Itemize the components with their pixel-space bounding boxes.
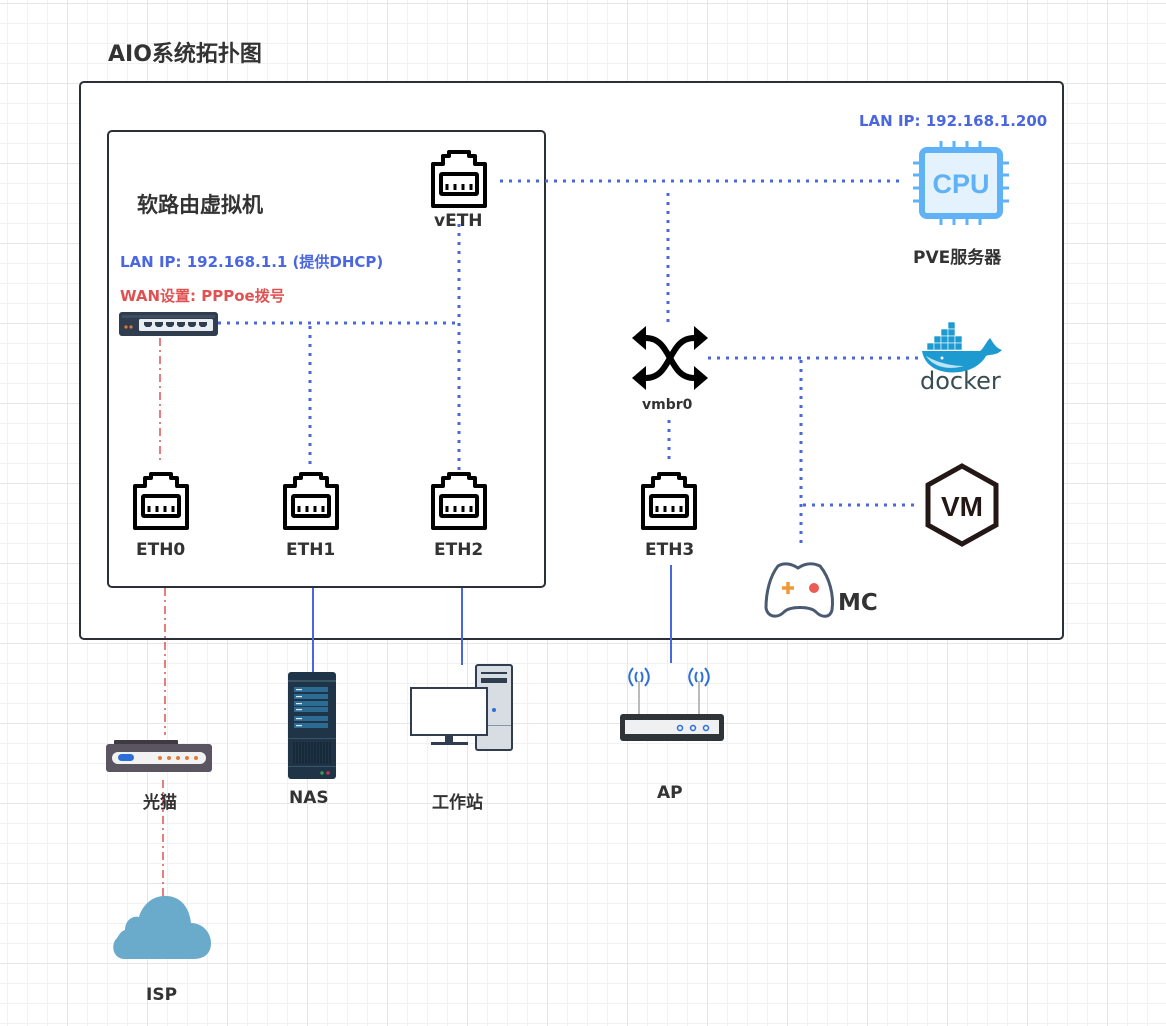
nas-server-icon [288, 672, 336, 779]
node-eth0[interactable] [129, 472, 193, 534]
pve-ip: LAN IP: 192.168.1.200 [859, 112, 1048, 130]
ap-label: AP [657, 783, 683, 803]
vm-hexagon-icon: VM [925, 463, 999, 547]
desktop-pc-icon [410, 664, 513, 751]
cpu-icon: CPU [913, 141, 1009, 225]
isp-label: ISP [146, 985, 178, 1005]
mc-label: MC [838, 590, 878, 616]
modem-icon [106, 740, 212, 772]
ethernet-port-icon [283, 472, 339, 530]
ethernet-port-icon [133, 472, 189, 530]
workstation-label: 工作站 [432, 793, 483, 813]
node-eth1[interactable] [279, 472, 343, 534]
eth1-label: ETH1 [286, 540, 336, 560]
node-veth[interactable] [427, 150, 491, 212]
router-wan-info: WAN设置: PPPoe拨号 [120, 287, 285, 305]
veth-label: vETH [434, 211, 483, 231]
nas-label: NAS [289, 788, 329, 808]
cpu-icon-text: CPU [932, 169, 989, 199]
ethernet-port-icon [641, 472, 697, 530]
node-vmbr0[interactable] [632, 326, 708, 394]
node-eth2[interactable] [427, 472, 491, 534]
node-isp[interactable] [111, 895, 213, 965]
node-ap[interactable] [618, 664, 726, 748]
wifi-ap-icon [620, 667, 724, 741]
ethernet-port-icon [431, 472, 487, 530]
docker-label: docker [920, 367, 1001, 395]
node-nas[interactable] [288, 672, 336, 784]
gamepad-icon [764, 562, 834, 618]
node-workstation[interactable] [410, 664, 514, 756]
pve-label: PVE服务器 [913, 248, 1002, 268]
diagram-title: AIO系统拓扑图 [108, 42, 262, 67]
vm-icon-text: VM [941, 491, 983, 522]
router-lan-info: LAN IP: 192.168.1.1 (提供DHCP) [120, 253, 384, 271]
eth2-label: ETH2 [434, 540, 484, 560]
modem-label: 光猫 [143, 793, 177, 813]
bridge-arrows-icon [632, 326, 708, 390]
switch-icon [119, 312, 218, 336]
ethernet-port-icon [431, 150, 487, 208]
node-pve[interactable]: CPU [913, 141, 1009, 229]
vmbr0-label: vmbr0 [642, 397, 693, 413]
node-mc[interactable] [764, 560, 836, 624]
eth0-label: ETH0 [136, 540, 186, 560]
node-docker[interactable] [920, 321, 1004, 378]
node-eth3[interactable] [637, 472, 701, 534]
node-vm[interactable]: VM [922, 462, 1002, 552]
router-switch[interactable] [119, 311, 219, 341]
router-vm-title: 软路由虚拟机 [137, 193, 263, 217]
eth3-label: ETH3 [645, 540, 695, 560]
docker-whale-icon [922, 321, 1002, 373]
cloud-icon [113, 895, 211, 959]
node-modem[interactable] [106, 739, 214, 779]
